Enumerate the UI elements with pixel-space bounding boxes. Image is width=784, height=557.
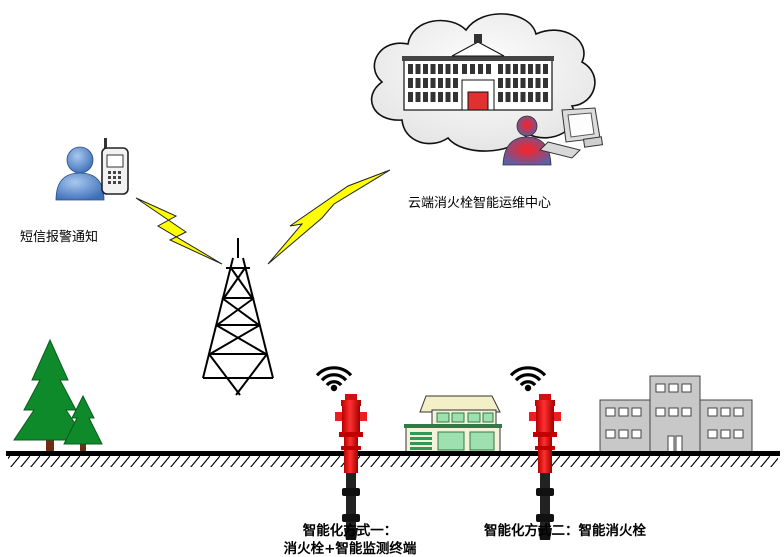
computer-icon — [539, 107, 604, 159]
tree-icon — [63, 394, 103, 452]
person-icon — [55, 146, 105, 201]
ground-line — [6, 451, 780, 467]
tree-icon — [13, 338, 87, 452]
wifi-signal-icon — [315, 356, 353, 395]
house-icon — [404, 395, 502, 454]
operator-icon — [502, 115, 552, 166]
lightning-bolt-icon — [135, 197, 223, 265]
government-building-icon — [402, 34, 554, 111]
wifi-signal-icon — [509, 356, 547, 395]
lightning-bolt-icon — [267, 169, 391, 265]
office-building-icon — [599, 375, 753, 453]
sms-alarm-label: 短信报警通知 — [20, 230, 99, 245]
method-one-title: 智能化方式一： — [302, 523, 398, 539]
cellphone-icon — [101, 138, 129, 195]
signal-tower-icon — [202, 238, 274, 396]
cloud-center-label: 云端消火栓智能运维中心 — [408, 196, 552, 211]
method-one-subtitle: 消火栓+智能监测终端 — [283, 541, 417, 557]
method-two-title: 智能化方式二：智能消火栓 — [484, 523, 646, 539]
